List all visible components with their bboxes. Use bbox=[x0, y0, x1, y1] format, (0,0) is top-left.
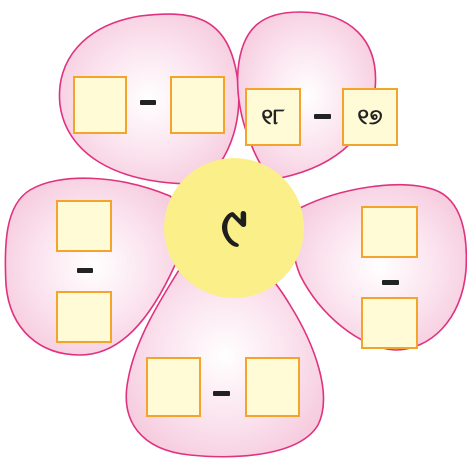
answer-box-bottom-2[interactable] bbox=[245, 357, 300, 417]
center-numeral: ୯ bbox=[220, 196, 248, 259]
minus-sign bbox=[382, 280, 399, 285]
answer-box-top-left-2[interactable] bbox=[170, 76, 225, 134]
petal-right bbox=[291, 184, 467, 351]
answer-box-top-right-2[interactable]: ୧୭ bbox=[342, 88, 398, 146]
answer-box-bottom-1[interactable] bbox=[146, 357, 201, 417]
minus-sign bbox=[140, 100, 156, 105]
minus-sign bbox=[77, 268, 93, 273]
answer-box-left-2[interactable] bbox=[56, 291, 112, 343]
answer-box-right-1[interactable] bbox=[361, 206, 418, 258]
petal-top-left bbox=[58, 13, 240, 185]
flower-center bbox=[164, 158, 304, 298]
answer-box-top-left-1[interactable] bbox=[73, 76, 127, 134]
answer-box-top-right-1[interactable]: ୧୮ bbox=[245, 88, 301, 146]
minus-sign bbox=[314, 114, 331, 119]
answer-box-left-1[interactable] bbox=[56, 200, 112, 252]
minus-sign bbox=[213, 391, 230, 396]
answer-box-right-2[interactable] bbox=[361, 297, 418, 349]
